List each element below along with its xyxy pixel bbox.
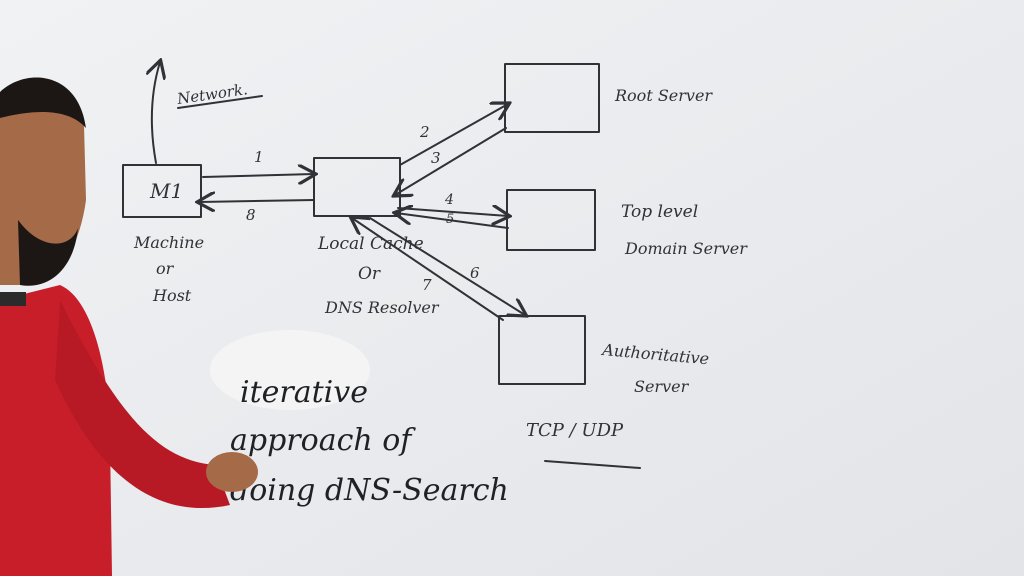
arrow-step-6 [369, 217, 525, 315]
machine-label-1: Machine [133, 233, 204, 252]
machine-label-3: Host [152, 286, 192, 305]
presenter-microphone [0, 292, 26, 306]
network-underline [177, 95, 263, 109]
arrow-step-7 [352, 218, 504, 321]
arrow-step-2 [399, 104, 508, 166]
presenter-hand [206, 452, 258, 492]
tld-label-1: Top level [621, 202, 698, 222]
step-5-label: 5 [446, 212, 454, 227]
arrow-step-3 [395, 127, 507, 195]
presenter-beard [18, 220, 78, 286]
board-glare [210, 330, 370, 410]
annotation-line-2: approach of [230, 423, 416, 458]
root-server-box [504, 63, 600, 133]
step-3-label: 3 [431, 149, 441, 167]
arrow-step-1 [202, 174, 314, 177]
authoritative-server-box [498, 315, 586, 385]
network-arrow [152, 62, 160, 164]
step-8-label: 8 [246, 206, 256, 224]
step-7-label: 7 [422, 276, 432, 294]
presenter [0, 77, 258, 576]
protocol-label: TCP / UDP [526, 420, 624, 441]
step-6-label: 6 [470, 264, 480, 282]
arrow-step-5 [396, 213, 509, 229]
step-2-label: 2 [419, 123, 430, 141]
annotation-line-3: doing dNS-Search [230, 473, 509, 508]
machine-label-2: or [156, 259, 175, 278]
auth-label-2: Server [634, 377, 690, 396]
machine-box-label: M1 [149, 179, 183, 203]
step-1-label: 1 [254, 148, 264, 166]
arrow-step-8 [199, 200, 315, 202]
local-label-3: DNS Resolver [324, 298, 440, 317]
arrow-step-4 [397, 208, 508, 216]
annotation-line-1: iterative [240, 375, 368, 410]
root-server-label: Root Server [614, 86, 713, 105]
presenter-hair [0, 77, 86, 128]
protocol-underline [544, 460, 641, 469]
tld-label-2: Domain Server [624, 239, 748, 258]
local-label-2: Or [358, 264, 381, 284]
step-4-label: 4 [444, 192, 454, 208]
machine-box [122, 164, 202, 218]
presenter-arm [55, 300, 230, 509]
local-label-1: Local Cache [317, 234, 424, 254]
